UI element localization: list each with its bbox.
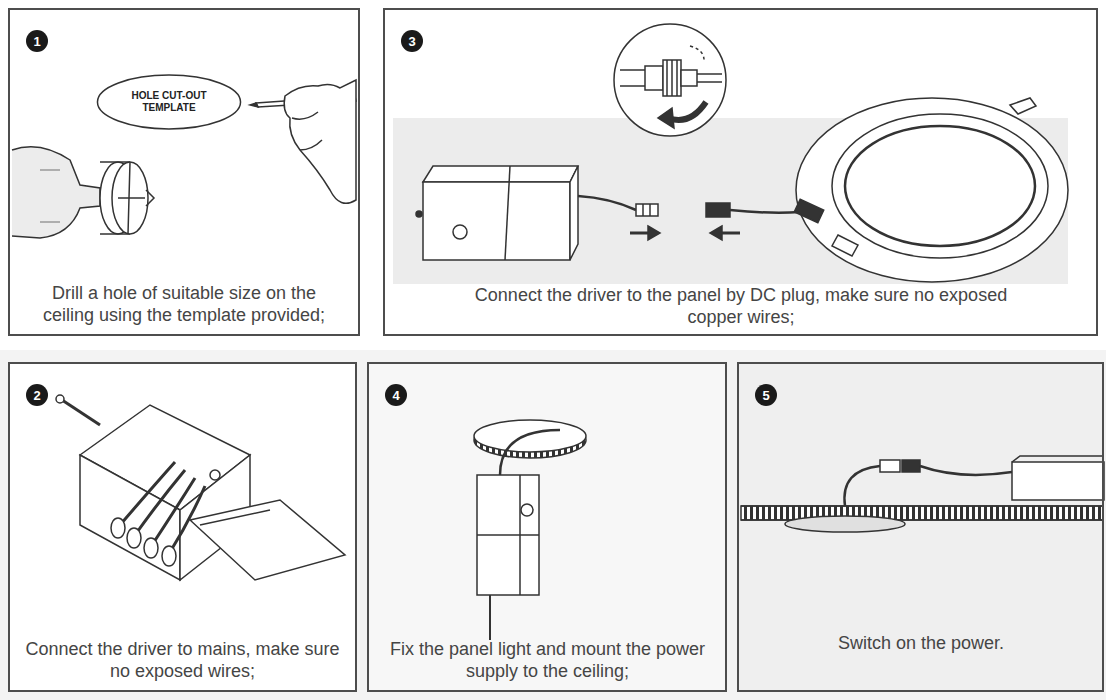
step-caption: Connect the driver to mains, make sure n… [15,638,350,682]
callout-number: 5 [755,384,777,406]
page-ground [0,350,1106,700]
step-panel: Drill a hole of suitable size on the cei… [8,8,360,336]
panel-ground [739,364,1102,690]
step-panel: Connect the driver to mains, make sure n… [8,362,357,692]
step-caption: Connect the driver to the panel by DC pl… [461,284,1021,328]
callout-number: 2 [26,384,48,406]
hand-with-pencil [250,80,356,203]
panel-light [794,98,1068,282]
zoom-detail [614,24,726,136]
step-number: 3 [408,35,415,48]
step-caption: Switch on the power. [756,632,1086,654]
driver-box-open [56,395,345,580]
callout-number: 4 [385,384,407,406]
step-panel: Switch on the power. 5 [737,362,1104,692]
panel-and-driver [474,420,586,640]
panel-ground [385,10,1096,334]
step-caption: Fix the panel light and mount the power … [375,638,720,682]
step-caption: Drill a hole of suitable size on the cei… [28,282,340,326]
callout-number: 1 [26,30,48,52]
step-number: 5 [762,389,769,402]
step-number: 4 [392,389,399,402]
template-label: HOLE CUT-OUT TEMPLATE [96,74,242,130]
driver-box [416,166,578,260]
ceiling-install [741,456,1104,532]
step-number: 1 [33,35,40,48]
template-text: HOLE CUT-OUT TEMPLATE [123,90,215,114]
panel-ground [369,364,725,690]
step-panel: Fix the panel light and mount the power … [367,362,727,692]
panel-ground [10,10,358,334]
drill-figure [12,147,154,238]
step-panel: Connect the driver to the panel by DC pl… [383,8,1098,336]
dc-plug [578,196,800,240]
panel-ground [10,364,355,690]
step-number: 2 [33,389,40,402]
callout-number: 3 [401,30,423,52]
